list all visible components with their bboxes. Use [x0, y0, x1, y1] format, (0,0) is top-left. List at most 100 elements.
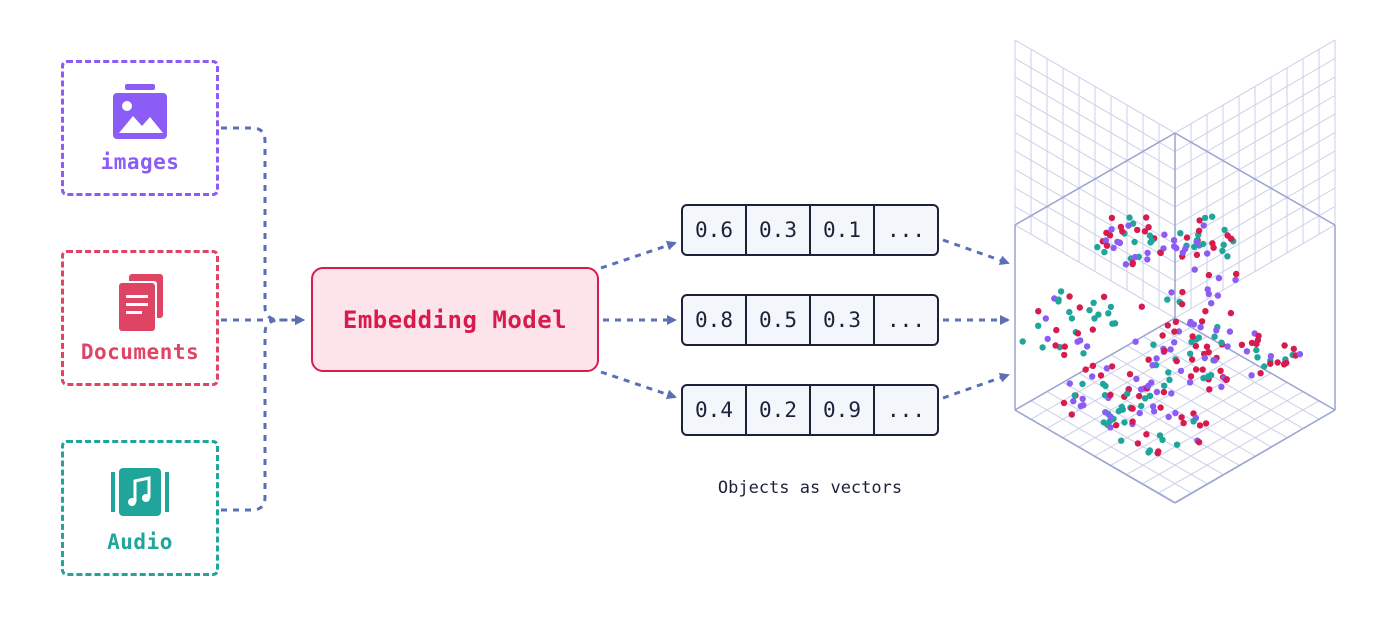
vector-point	[1094, 243, 1101, 251]
vector-point	[1149, 403, 1157, 410]
vector-point	[1187, 373, 1195, 380]
vector-point	[1082, 366, 1089, 373]
vector-point	[1177, 367, 1185, 375]
vector-point	[1144, 249, 1151, 256]
vector-point	[1217, 367, 1224, 374]
vectors-caption: Objects as vectors	[717, 478, 903, 498]
grid-line	[1014, 95, 1176, 189]
connector-vector-1	[600, 240, 677, 270]
grid-line	[1014, 132, 1176, 226]
vector-point	[1159, 332, 1166, 339]
vector-point	[1254, 354, 1261, 361]
music-icon	[111, 468, 169, 516]
vector-point	[1180, 419, 1187, 427]
vector-point	[1141, 395, 1149, 402]
embedding-model-box: Embedding Model	[311, 267, 599, 372]
vector-point	[1165, 369, 1172, 376]
vector-point	[1179, 288, 1186, 296]
images-label: images	[100, 150, 180, 174]
vector-point	[1109, 320, 1116, 327]
grid-line	[1046, 391, 1208, 485]
vector-point	[1204, 250, 1211, 257]
vector-point	[1164, 296, 1171, 303]
vector-cell: 0.1	[811, 206, 875, 254]
connector-space-1	[942, 238, 1010, 266]
vector-point	[1146, 447, 1154, 454]
vector-point	[1238, 341, 1246, 348]
image-icon	[113, 84, 167, 139]
vector-point	[1233, 270, 1240, 278]
grid-line	[1014, 409, 1176, 504]
vector-point	[1281, 342, 1288, 349]
vector-point	[1200, 222, 1207, 229]
vector-point	[1255, 332, 1262, 340]
vector-point	[1066, 380, 1074, 387]
grid-line	[1110, 372, 1272, 466]
vector-point	[1106, 232, 1114, 239]
vector-point	[1132, 338, 1139, 345]
vector-point	[1171, 339, 1178, 346]
vector-point	[1145, 382, 1152, 390]
vector-point	[1195, 439, 1203, 446]
vector-point	[1083, 343, 1091, 350]
vector-point	[1248, 372, 1255, 379]
vector-point	[1143, 431, 1150, 438]
vector-point	[1153, 388, 1161, 396]
vector-point	[1039, 344, 1046, 351]
vector-point	[1150, 408, 1158, 415]
grid-line	[1174, 39, 1336, 134]
vector-point	[1129, 418, 1136, 425]
vector-space-cube	[1014, 39, 1336, 504]
vector-point	[1243, 348, 1251, 355]
vector-point	[1204, 373, 1212, 380]
vector-point	[1035, 322, 1042, 329]
vector-point	[1201, 354, 1209, 362]
vector-point	[1206, 386, 1213, 393]
vector-point	[1164, 322, 1172, 329]
vector-point	[1267, 360, 1274, 367]
connector-audio	[221, 315, 305, 512]
vector-point	[1108, 363, 1116, 370]
vector-point	[1296, 351, 1304, 358]
vector-point	[1193, 251, 1201, 258]
vector-point	[1203, 343, 1211, 350]
vector-point	[1100, 293, 1108, 300]
vector-point	[1267, 353, 1275, 360]
vector-point	[1195, 227, 1203, 234]
grid-line	[1174, 58, 1336, 152]
vector-point	[1211, 357, 1219, 364]
vector-point	[1103, 365, 1111, 372]
vector-point	[1053, 326, 1060, 334]
vector-point	[1154, 450, 1161, 457]
vector-point	[1060, 399, 1068, 407]
vector-point	[1148, 237, 1156, 244]
documents-label: Documents	[80, 340, 200, 364]
vector-point	[1209, 240, 1216, 247]
vector-point	[1129, 260, 1136, 268]
vector-row: 0.4 0.2 0.9 ...	[681, 384, 939, 436]
vector-point	[1145, 356, 1152, 363]
vector-point	[1153, 355, 1160, 362]
vector-point	[1205, 271, 1213, 279]
vector-point	[1108, 226, 1115, 233]
vector-point	[1061, 343, 1069, 350]
vector-cell: 0.5	[747, 296, 811, 344]
vector-row: 0.8 0.5 0.3 ...	[681, 294, 939, 346]
vector-point	[1095, 311, 1102, 318]
vector-point	[1199, 240, 1207, 248]
vector-point	[1187, 350, 1194, 357]
connector-vector-3	[600, 370, 677, 400]
vector-cell: ...	[887, 398, 925, 422]
vector-point	[1224, 232, 1231, 239]
vector-point	[1061, 351, 1068, 359]
vector-row: 0.6 0.3 0.1 ...	[681, 204, 939, 256]
vector-point	[1224, 343, 1231, 350]
vector-point	[1102, 409, 1109, 416]
vector-point	[1103, 242, 1111, 249]
vector-point	[1113, 422, 1120, 429]
vector-point	[1261, 363, 1268, 370]
vector-point	[1035, 308, 1042, 315]
vector-point	[1107, 413, 1114, 420]
vector-point	[1121, 419, 1128, 426]
documents-source-box: Documents	[61, 250, 219, 386]
